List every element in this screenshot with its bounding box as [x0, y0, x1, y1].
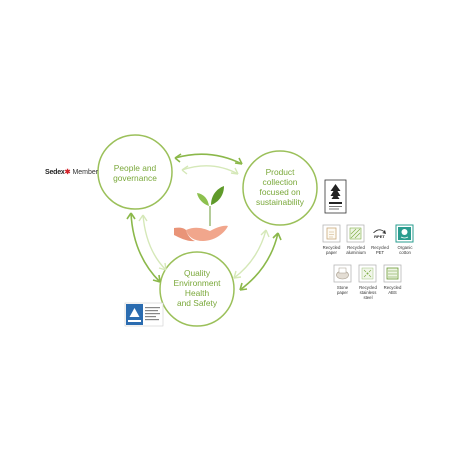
product-node-circle — [242, 150, 318, 226]
arrow-product-quality — [239, 232, 282, 291]
quality-node-label: Quality Environment Health and Safety — [173, 268, 221, 308]
recycled-aluminium-icon — [346, 224, 365, 243]
organic-cotton-icon — [395, 224, 414, 243]
recycled-abs-icon — [383, 264, 402, 283]
quality-node-circle — [159, 251, 235, 327]
recycled-paper-icon — [322, 224, 341, 243]
arrow-people-quality — [126, 212, 161, 283]
material-label-stone-paper: Stone paper — [336, 285, 349, 295]
svg-text:RPET: RPET — [374, 234, 385, 239]
people-node-circle — [97, 134, 173, 210]
recycled-stainless-steel-icon — [358, 264, 377, 283]
stone-paper-icon — [333, 264, 352, 283]
people-node-label: People and governance — [113, 163, 157, 183]
fsc-logo-icon — [324, 179, 347, 214]
product-node-label: Product collection focused on sustainabi… — [256, 167, 304, 207]
arrow-product-quality-light — [233, 229, 270, 279]
arrow-people-quality-light — [138, 214, 167, 271]
hand-with-leaves-icon — [174, 186, 228, 242]
sedex-brand: Sedex — [45, 169, 65, 176]
material-label-recycled-paper: Recycled paper — [322, 245, 341, 255]
sedex-member-logo: Sedex✱ Member — [45, 168, 98, 176]
material-label-recycled-stainless-steel: Recycled stainless steel — [359, 285, 377, 300]
arrow-people-product-light — [181, 165, 239, 175]
sedex-member-text: Member — [72, 169, 99, 176]
material-label-organic-cotton: Organic cotton — [397, 245, 413, 255]
rpet-icon: RPET — [370, 225, 389, 242]
material-label-recycled-abs: Recycled ABS — [383, 285, 402, 295]
tuv-rheinland-logo-icon — [124, 302, 164, 327]
material-label-recycled-pet: Recycled PET — [371, 245, 389, 255]
arrow-people-product — [174, 153, 243, 165]
material-label-recycled-aluminium: Recycled aluminium — [346, 245, 366, 255]
sedex-mark-icon: ✱ — [64, 169, 71, 176]
